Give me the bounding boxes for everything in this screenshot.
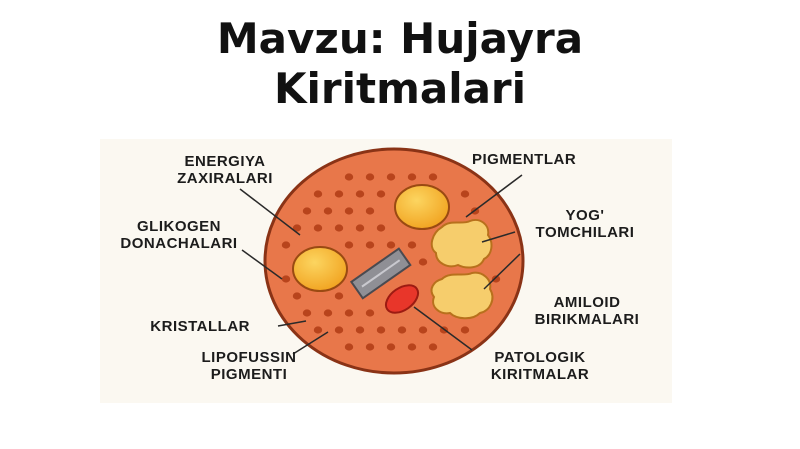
granule-dot xyxy=(365,241,375,249)
granule-dot xyxy=(281,275,291,283)
cell-illustration xyxy=(239,147,525,375)
granule-dot xyxy=(428,343,438,351)
granule-dot xyxy=(355,224,365,232)
leader-lipofussin xyxy=(292,331,329,355)
leader-amiloid xyxy=(483,253,521,290)
energy-reserve-droplet xyxy=(292,246,348,292)
granule-dot xyxy=(344,207,354,215)
label-lipofussin-pigmenti: LIPOFUSSIN PIGMENTI xyxy=(184,349,314,383)
label-line: TOMCHILARI xyxy=(535,224,635,241)
granule-dot xyxy=(323,309,333,317)
granule-dot xyxy=(407,343,417,351)
granule-dot xyxy=(313,224,323,232)
label-line: ENERGIYA xyxy=(184,153,266,170)
granule-dot xyxy=(334,224,344,232)
leader-glikogen xyxy=(241,249,283,280)
leader-lines xyxy=(239,174,523,355)
label-line: KRISTALLAR xyxy=(150,318,250,335)
glycogen-granules xyxy=(281,173,501,351)
granule-dot xyxy=(386,241,396,249)
granule-dot xyxy=(407,173,417,181)
granule-dot xyxy=(376,326,386,334)
label-line: LIPOFUSSIN xyxy=(201,349,297,366)
granule-dot xyxy=(313,190,323,198)
granule-dot xyxy=(334,292,344,300)
granule-dot xyxy=(281,241,291,249)
crystal-inclusion xyxy=(349,247,412,300)
label-line: PATOLOGIK xyxy=(494,349,586,366)
label-line: DONACHALARI xyxy=(120,235,238,252)
granule-dot xyxy=(365,343,375,351)
granule-dot xyxy=(407,241,417,249)
label-line: YOG' xyxy=(565,207,605,224)
granule-dot xyxy=(313,326,323,334)
label-glikogen-donachalari: GLIKOGEN DONACHALARI xyxy=(104,218,254,252)
granule-dot xyxy=(428,173,438,181)
fat-droplet-blob xyxy=(430,219,493,269)
leader-yog xyxy=(481,231,516,243)
granule-dot xyxy=(323,207,333,215)
label-line: BIRIKMALARI xyxy=(534,311,640,328)
label-line: PIGMENTLAR xyxy=(472,151,577,168)
title-line-2: Kiritmalari xyxy=(273,64,527,113)
leader-pigmentlar xyxy=(465,174,523,218)
granule-dot xyxy=(376,224,386,232)
amyloid-deposit xyxy=(430,271,494,320)
granule-dot xyxy=(386,343,396,351)
granule-dot xyxy=(386,173,396,181)
granule-dot xyxy=(302,309,312,317)
energy-reserve-droplet xyxy=(394,184,450,230)
granule-dot xyxy=(334,326,344,334)
granule-dot xyxy=(292,224,302,232)
label-yog-tomchilari: YOG' TOMCHILARI xyxy=(510,207,660,241)
granule-dot xyxy=(344,343,354,351)
label-line: PIGMENTI xyxy=(210,366,288,383)
granule-dot xyxy=(334,190,344,198)
granule-dot xyxy=(460,326,470,334)
leader-patologik xyxy=(413,306,473,351)
granule-dot xyxy=(344,173,354,181)
label-kristallar: KRISTALLAR xyxy=(116,318,250,335)
label-line: KIRITMALAR xyxy=(490,366,590,383)
granule-dot xyxy=(418,258,428,266)
leader-kristallar xyxy=(277,320,307,327)
leader-energiya xyxy=(239,188,301,236)
label-line: GLIKOGEN xyxy=(136,218,221,235)
granule-dot xyxy=(365,309,375,317)
granule-dot xyxy=(302,207,312,215)
granule-dot xyxy=(344,241,354,249)
granule-dot xyxy=(365,207,375,215)
label-amiloid-birikmalari: AMILOID BIRIKMALARI xyxy=(512,294,662,328)
page-title: Mavzu: Hujayra Kiritmalari xyxy=(0,14,800,114)
title-line-1: Mavzu: Hujayra xyxy=(216,14,584,63)
granule-dot xyxy=(365,173,375,181)
label-pigmentlar: PIGMENTLAR xyxy=(472,151,632,168)
granule-dot xyxy=(355,190,365,198)
label-line: ZAXIRALARI xyxy=(177,170,273,187)
granule-dot xyxy=(376,190,386,198)
granule-dot xyxy=(355,326,365,334)
label-line: AMILOID xyxy=(553,294,621,311)
granule-dot xyxy=(292,292,302,300)
granule-dot xyxy=(344,309,354,317)
pathologic-inclusion xyxy=(384,284,420,314)
cell-inclusions-diagram: ENERGIYA ZAXIRALARI GLIKOGEN DONACHALARI… xyxy=(100,139,672,403)
granule-dot xyxy=(418,326,428,334)
granule-dot xyxy=(397,326,407,334)
label-patologik-kiritmalar: PATOLOGIK KIRITMALAR xyxy=(460,349,620,383)
granule-dot xyxy=(491,275,501,283)
label-energiya-zaxiralari: ENERGIYA ZAXIRALARI xyxy=(160,153,290,187)
granule-dot xyxy=(460,190,470,198)
